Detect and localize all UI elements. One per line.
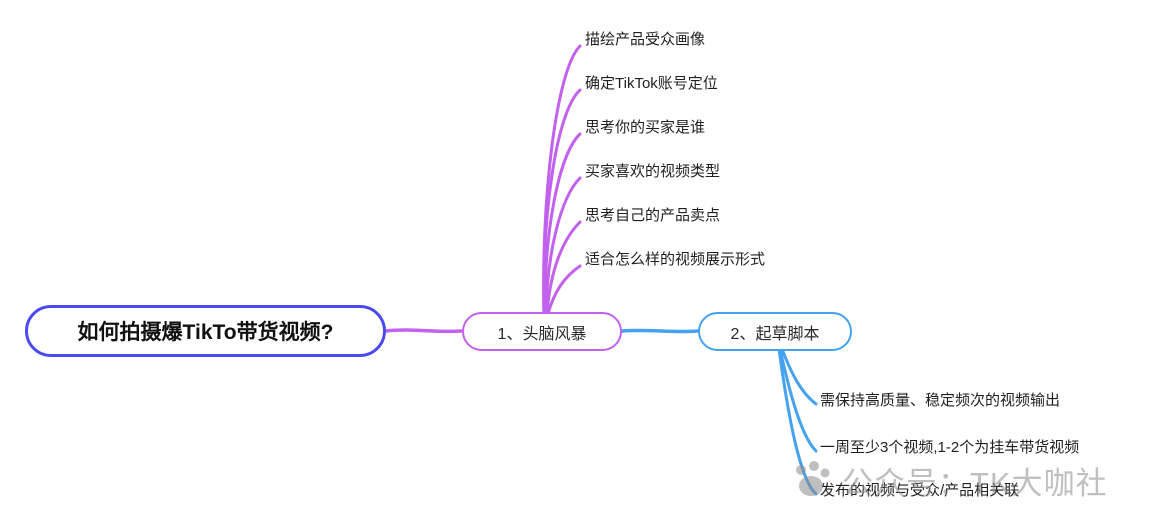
leaf-stable-output[interactable]: 需保持高质量、稳定频次的视频输出 [820, 392, 1061, 409]
leaf-video-types[interactable]: 买家喜欢的视频类型 [585, 163, 721, 180]
leaf-related-content[interactable]: 发布的视频与受众/产品相关联 [820, 482, 1020, 499]
link-brainstorm-branch-1 [542, 44, 582, 316]
watermark-text: 公众号：TK大咖社 [842, 466, 1108, 501]
leaf-selling-points[interactable]: 思考自己的产品卖点 [585, 207, 721, 224]
link-brainstorm-to-script [620, 328, 699, 334]
paw-logo-icon [796, 460, 830, 496]
node-brainstorm-label: 1、头脑风暴 [497, 325, 587, 343]
leaf-audience-portrait[interactable]: 描绘产品受众画像 [585, 31, 706, 48]
link-brainstorm-branch-2 [542, 88, 582, 316]
node-script[interactable]: 2、起草脚本 [698, 312, 852, 351]
leaf-account-positioning[interactable]: 确定TikTok账号定位 [585, 75, 718, 92]
leaf-weekly-videos[interactable]: 一周至少3个视频,1-2个为挂车带货视频 [820, 439, 1080, 456]
root-node[interactable]: 如何拍摄爆TikTo带货视频? [25, 305, 386, 357]
root-node-label: 如何拍摄爆TikTo带货视频? [77, 321, 334, 344]
link-script-branch-1 [780, 347, 818, 406]
link-script-branch-2 [778, 347, 818, 453]
link-brainstorm-branch-6 [546, 264, 582, 316]
link-root-to-brainstorm [384, 328, 463, 334]
watermark: 公众号：TK大咖社 [791, 458, 1108, 503]
leaf-display-format[interactable]: 适合怎么样的视频展示形式 [585, 251, 766, 268]
node-brainstorm[interactable]: 1、头脑风暴 [462, 312, 622, 351]
link-brainstorm-branch-3 [543, 132, 582, 316]
link-brainstorm-branch-4 [544, 176, 582, 316]
node-script-label: 2、起草脚本 [730, 325, 820, 343]
leaf-who-are-buyers[interactable]: 思考你的买家是谁 [585, 119, 706, 136]
link-brainstorm-branch-5 [545, 220, 582, 316]
